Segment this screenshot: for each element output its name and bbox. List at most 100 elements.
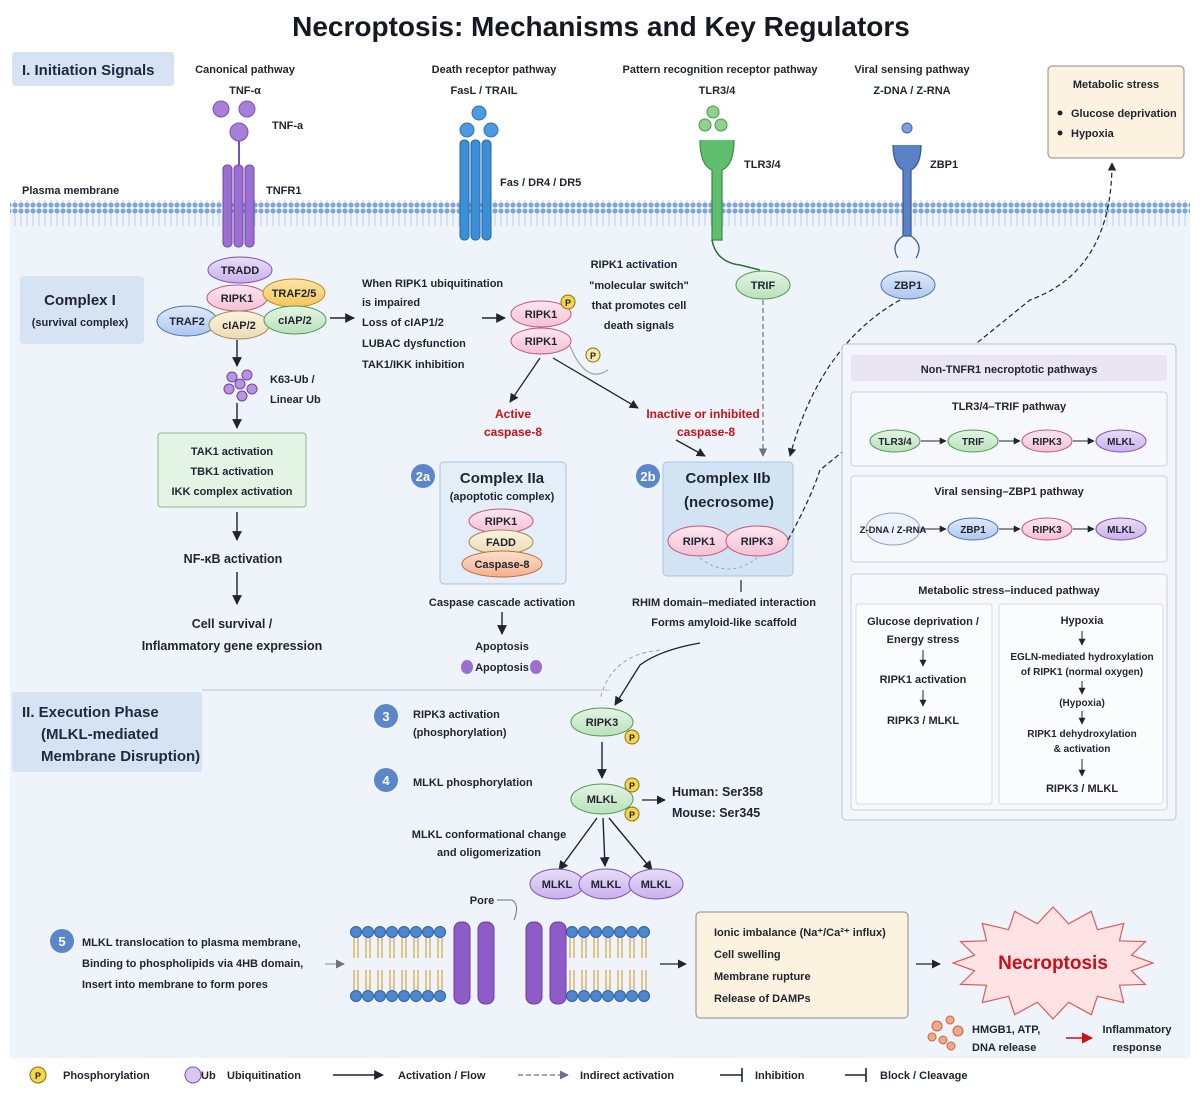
lipid-tail <box>617 938 623 958</box>
ub-label-1: K63-Ub / <box>270 374 315 386</box>
plasma-membrane-label: Plasma membrane <box>22 185 119 197</box>
switch-note-1: RIPK1 activation <box>591 259 678 271</box>
trif-pathway-title: TLR3/4–TRIF pathway <box>952 401 1067 413</box>
lipid-tail <box>629 970 635 990</box>
mlkl-oligomer-3 <box>628 868 684 900</box>
metabolic-bullet-1 <box>1057 110 1063 116</box>
tlr-receptor <box>699 139 761 271</box>
arrow-mlkl-oligo-1 <box>558 817 598 871</box>
complex2b-title: Complex IIb <box>685 470 770 487</box>
lipid-head <box>578 990 590 1002</box>
lipid-head <box>386 990 398 1002</box>
prr-heading: Pattern recognition receptor pathway <box>623 64 819 76</box>
viral-heading: Viral sensing pathway <box>854 64 970 76</box>
complex2a-subtitle: (apoptotic complex) <box>450 491 555 503</box>
lipid-tail <box>569 970 575 990</box>
lipid-tail <box>377 970 383 990</box>
zbp1-pathway-box <box>850 475 1168 563</box>
lipid-head <box>614 990 626 1002</box>
inactive-casp8-2: caspase-8 <box>677 425 735 439</box>
legend-strip <box>10 1058 1190 1092</box>
complex2a-caspase8 <box>461 550 543 578</box>
impaired-line-4: LUBAC dysfunction <box>362 338 466 350</box>
zbp1-path-ripk3-label: RIPK3 <box>1032 525 1062 536</box>
trif-pathway-box <box>850 391 1168 467</box>
inactive-casp8-1: Inactive or inhibited <box>646 407 759 421</box>
zbp1-pathway-title: Viral sensing–ZBP1 pathway <box>934 486 1084 498</box>
lipid-head <box>434 990 446 1002</box>
lipid-tail <box>569 938 575 958</box>
metabolic-bullet-2 <box>1057 130 1063 136</box>
survival-line-2: Inflammatory gene expression <box>142 639 323 653</box>
lipid-tail <box>593 938 599 958</box>
ripk1-switch-label-b: RIPK1 <box>525 336 557 348</box>
fas-dr-label: Fas / DR4 / DR5 <box>500 177 581 189</box>
ripk1-switch-node-b <box>510 327 572 355</box>
rhim-line-1: RHIM domain–mediated interaction <box>632 597 816 609</box>
tradd-node <box>207 256 273 284</box>
pore-label: Pore <box>470 895 494 907</box>
consequence-1: Ionic imbalance (Na⁺/Ca²⁺ influx) <box>714 927 886 939</box>
step3-badge <box>374 704 398 728</box>
complex2a-ripk1-label: RIPK1 <box>485 516 517 528</box>
lipid-head <box>374 926 386 938</box>
ciap-label-2: cIAP/2 <box>278 315 312 327</box>
lipid-head <box>602 926 614 938</box>
zbp1-path-ripk3 <box>1021 517 1073 541</box>
trif-path-trif <box>947 429 999 453</box>
step5-number: 5 <box>58 934 65 949</box>
complex1-box <box>20 276 144 344</box>
lipid-head <box>350 990 362 1002</box>
complex1-subtitle: (survival complex) <box>32 317 129 329</box>
lipid-head <box>386 926 398 938</box>
trif-path-trif-label: TRIF <box>962 437 984 448</box>
lipid-tail <box>425 938 431 958</box>
lipid-head <box>374 990 386 1002</box>
apoptosis-icon <box>461 660 542 674</box>
section-execution-line-3: Membrane Disruption) <box>41 748 200 765</box>
legend-activation: Activation / Flow <box>398 1070 486 1082</box>
step4-line-1: MLKL phosphorylation <box>413 777 533 789</box>
lipid-head <box>614 926 626 938</box>
switch-note-3: that promotes cell <box>592 300 687 312</box>
activation-line-1: TAK1 activation <box>191 446 274 458</box>
lipid-tail <box>437 938 443 958</box>
dr-heading: Death receptor pathway <box>432 64 558 76</box>
step5-line-2: Binding to phospholipids via 4HB domain, <box>82 958 303 970</box>
arrow-mlkl-oligo-3 <box>608 817 653 871</box>
zbp1-node-label: ZBP1 <box>894 280 922 292</box>
lipid-head <box>362 990 374 1002</box>
lipid-tail <box>353 938 359 958</box>
ripk3-exec-label: RIPK3 <box>586 717 618 729</box>
phospho-badge-released-label: P <box>590 351 596 361</box>
tnfr1-label: TNFR1 <box>266 185 301 197</box>
lipid-tail <box>641 970 647 990</box>
activation-line-2: TBK1 activation <box>190 466 273 478</box>
complex2a-caspase8-label: Caspase-8 <box>474 559 529 571</box>
lipid-head <box>566 926 578 938</box>
mlkl-oligomer-3-label: MLKL <box>641 879 672 891</box>
ripk1-switch-label-a: RIPK1 <box>525 309 557 321</box>
lipid-tail <box>593 970 599 990</box>
mlkl-exec-node <box>570 783 634 815</box>
fasl-trail-ligand <box>459 105 499 138</box>
complex2b-subtitle: (necrosome) <box>684 494 774 511</box>
ripk1-switch-node-a <box>510 300 572 328</box>
tnf-alpha-label: TNF-a <box>272 120 304 132</box>
survival-line-1: Cell survival / <box>192 617 273 631</box>
section-execution-line-2: (MLKL-mediated <box>41 726 159 743</box>
complex2b-ripk1-label: RIPK1 <box>683 536 715 548</box>
damp-particles-icon <box>927 1015 964 1051</box>
arrow-to-complex2a <box>509 357 541 403</box>
complex2b-badge-label: 2b <box>640 469 655 484</box>
step4-number: 4 <box>382 773 390 788</box>
metabolic-stress-box <box>1047 65 1185 159</box>
lipid-head <box>422 990 434 1002</box>
lipid-head <box>626 990 638 1002</box>
tnfr1-receptor <box>222 164 255 248</box>
lipid-tail <box>605 970 611 990</box>
metabolic-left-1: Glucose deprivation / <box>867 616 979 628</box>
mlkl-oligomer-2-label: MLKL <box>591 879 622 891</box>
metabolic-item-1: Glucose deprivation <box>1071 108 1177 120</box>
oligo-line-1: MLKL conformational change <box>412 829 566 841</box>
